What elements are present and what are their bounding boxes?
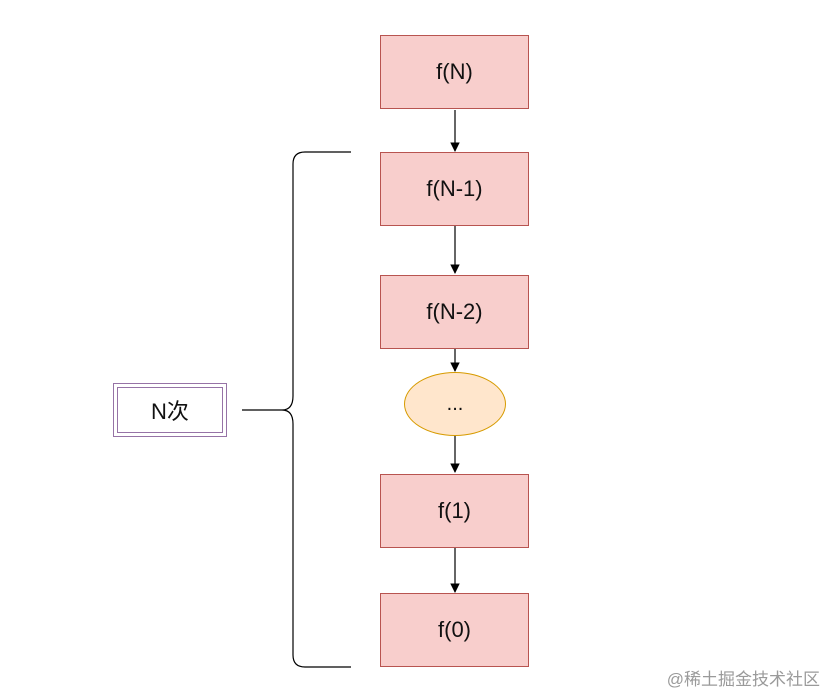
node-f-n-label: f(N) — [436, 59, 473, 84]
count-label: N次 — [151, 399, 189, 424]
watermark: @稀土掘金技术社区 — [666, 670, 820, 689]
node-f-n-minus-2: f(N-2) — [380, 275, 529, 349]
node-f-n-minus-1-label: f(N-1) — [426, 176, 483, 201]
node-f-0: f(0) — [380, 593, 529, 667]
node-ellipsis: ... — [404, 372, 506, 436]
curly-brace — [281, 151, 351, 668]
node-ellipsis-label: ... — [446, 392, 464, 415]
count-box-inner: N次 — [117, 387, 223, 433]
count-box: N次 — [113, 383, 227, 437]
node-f-1-label: f(1) — [438, 498, 471, 523]
node-f-n: f(N) — [380, 35, 529, 109]
node-f-n-minus-1: f(N-1) — [380, 152, 529, 226]
node-f-n-minus-2-label: f(N-2) — [426, 299, 483, 324]
node-f-1: f(1) — [380, 474, 529, 548]
node-f-0-label: f(0) — [438, 617, 471, 642]
